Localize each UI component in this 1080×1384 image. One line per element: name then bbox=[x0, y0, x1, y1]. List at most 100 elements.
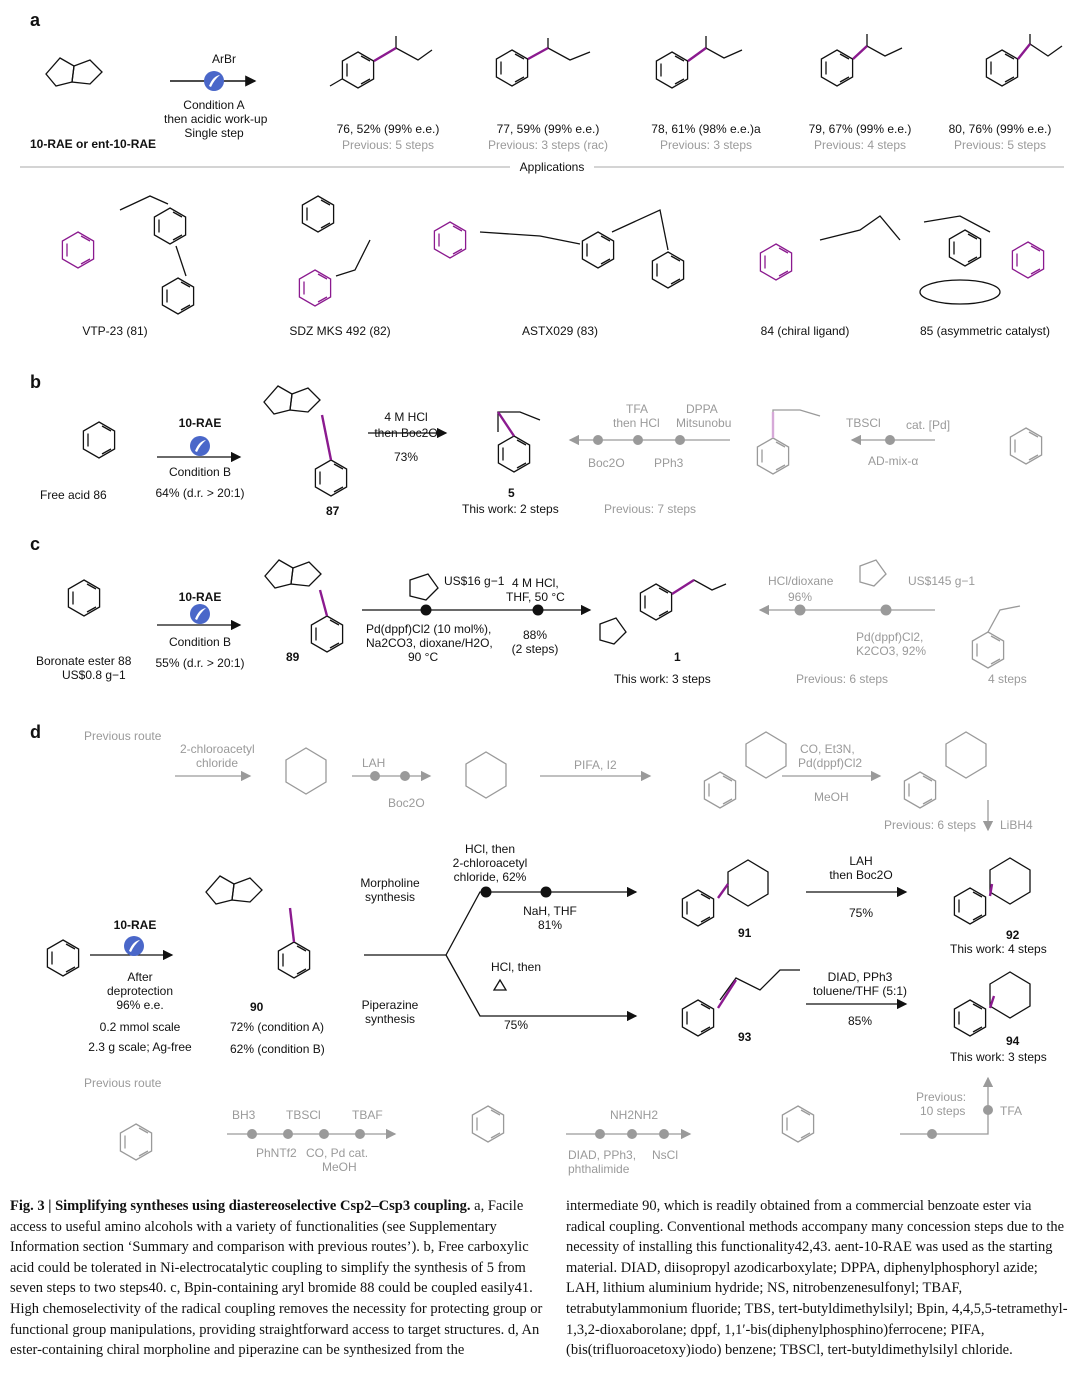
d-top-co: CO, Et3N, bbox=[800, 742, 855, 756]
b-prev-pd: cat. [Pd] bbox=[906, 418, 951, 432]
d-m-chloro: 2-chloroacetyl bbox=[452, 856, 528, 870]
product-76-prev: Previous: 5 steps bbox=[341, 138, 435, 152]
c-yield2: 88% bbox=[522, 628, 548, 642]
c-price: US$0.8 g−1 bbox=[62, 668, 126, 682]
reagent-arbr: ArBr bbox=[212, 52, 236, 66]
d-bot-tfa: TFA bbox=[1000, 1104, 1023, 1118]
product-80-prev: Previous: 5 steps bbox=[953, 138, 1047, 152]
panel-label-c: c bbox=[30, 534, 41, 554]
app-84: 84 (chiral ligand) bbox=[760, 324, 850, 338]
condition-a-workup: then acidic work-up bbox=[164, 112, 268, 126]
d-bot-10steps: 10 steps bbox=[920, 1104, 966, 1118]
d-cond-ee: 96% e.e. bbox=[116, 998, 164, 1012]
b-step2-boc: then Boc2O bbox=[374, 426, 438, 440]
product-78-yield: 78, 61% (98% e.e.)a bbox=[651, 122, 761, 136]
product-77-yield: 77, 59% (99% e.e.) bbox=[496, 122, 600, 136]
d-bot-previous: Previous: bbox=[916, 1090, 967, 1104]
d-bot-bh3: BH3 bbox=[232, 1108, 256, 1122]
d-cond-deprot: deprotection bbox=[106, 984, 174, 998]
b-prev-admix: AD-mix-α bbox=[868, 454, 919, 468]
b-prev-pph3: PPh3 bbox=[654, 456, 684, 470]
scheme-artwork bbox=[20, 34, 1064, 1161]
d-top-boc2o: Boc2O bbox=[388, 796, 425, 810]
b-start: Free acid 86 bbox=[40, 488, 107, 502]
app-81: VTP-23 (81) bbox=[82, 324, 148, 338]
c-previous: Previous: 6 steps bbox=[796, 672, 889, 686]
d-bot-nscl: NsCl bbox=[652, 1148, 678, 1162]
d-scale-large: 2.3 g scale; Ag-free bbox=[88, 1040, 192, 1054]
c-condition: Condition B bbox=[168, 635, 232, 649]
c-intermediate-89: 89 bbox=[286, 650, 300, 664]
d-top-chloroacetyl: 2-chloroacetyl bbox=[180, 742, 255, 756]
c-cond3-hcl: 4 M HCl, bbox=[512, 576, 559, 590]
d-top-chloride: chloride bbox=[196, 756, 239, 770]
applications-label: Applications bbox=[519, 160, 585, 174]
c-cond2-pd: Pd(dppf)Cl2 (10 mol%), bbox=[366, 622, 492, 636]
d-compound-92: 92 bbox=[1006, 928, 1020, 942]
d-lah-yield: 75% bbox=[848, 906, 874, 920]
d-yield90-a: 72% (condition A) bbox=[230, 1020, 325, 1034]
d-cond-after: After bbox=[127, 970, 153, 984]
d-compound-91: 91 bbox=[738, 926, 752, 940]
condition-a: Condition A bbox=[183, 98, 245, 112]
d-bot-hydrazine: NH2NH2 bbox=[610, 1108, 659, 1122]
d-this-92: This work: 4 steps bbox=[950, 942, 1047, 956]
b-condition: Condition B bbox=[168, 465, 232, 479]
b-step2-hcl: 4 M HCl bbox=[384, 410, 428, 424]
d-morph-label2: synthesis bbox=[364, 890, 416, 904]
c-reagent: 10-RAE bbox=[178, 590, 222, 604]
d-top-lah: LAH bbox=[362, 756, 386, 770]
b-this-work: This work: 2 steps bbox=[462, 502, 559, 516]
d-scale-small: 0.2 mmol scale bbox=[99, 1020, 181, 1034]
d-diad-solvent: toluene/THF (5:1) bbox=[812, 984, 908, 998]
c-prev-price: US$145 g−1 bbox=[908, 574, 976, 588]
c-prev-hcl: HCl/dioxane bbox=[768, 574, 834, 588]
d-intermediate-90: 90 bbox=[250, 1000, 264, 1014]
d-top-pifa: PIFA, I2 bbox=[574, 758, 617, 772]
app-82: SDZ MKS 492 (82) bbox=[289, 324, 391, 338]
b-yield: 64% (d.r. > 20:1) bbox=[155, 486, 245, 500]
product-76-yield: 76, 52% (99% e.e.) bbox=[336, 122, 440, 136]
b-product-5: 5 bbox=[508, 486, 515, 500]
d-diad: DIAD, PPh3 bbox=[827, 970, 893, 984]
d-compound-94: 94 bbox=[1006, 1034, 1020, 1048]
caption-right: intermediate 90, which is readily obtain… bbox=[566, 1196, 1072, 1361]
d-pip-label2: synthesis bbox=[364, 1012, 416, 1026]
b-previous: Previous: 7 steps bbox=[604, 502, 697, 516]
d-bot-phntf2: PhNTf2 bbox=[256, 1146, 297, 1160]
d-morph-label: Morpholine bbox=[360, 876, 420, 890]
c-cond3-thf: THF, 50 °C bbox=[506, 590, 565, 604]
b-intermediate-87: 87 bbox=[326, 504, 340, 518]
c-prev-yield: 96% bbox=[788, 590, 813, 604]
c-prev-k2co3: K2CO3, 92% bbox=[856, 644, 927, 658]
c-yield: 55% (d.r. > 20:1) bbox=[155, 656, 245, 670]
d-bot-meoh: MeOH bbox=[322, 1160, 357, 1174]
d-top-libh4: LiBH4 bbox=[1000, 818, 1033, 832]
c-this-work: This work: 3 steps bbox=[614, 672, 711, 686]
d-p-yield: 75% bbox=[503, 1018, 529, 1032]
d-bot-co: CO, Pd cat. bbox=[306, 1146, 369, 1160]
d-bot-tbaf: TBAF bbox=[352, 1108, 383, 1122]
c-prev-pd: Pd(dppf)Cl2, bbox=[856, 630, 924, 644]
caption-title: Fig. 3 | Simplifying syntheses using dia… bbox=[10, 1198, 471, 1214]
b-prev-mitsunobu: Mitsunobu bbox=[676, 416, 732, 430]
c-cond2-base: Na2CO3, dioxane/H2O, bbox=[366, 636, 493, 650]
d-m-yield: chloride, 62% bbox=[453, 870, 527, 884]
caption-left: Fig. 3 | Simplifying syntheses using dia… bbox=[10, 1196, 550, 1361]
d-bot-diad: DIAD, PPh3, bbox=[568, 1148, 637, 1162]
start-rae: 10-RAE or ent-10-RAE bbox=[30, 137, 157, 151]
condition-a-steps: Single step bbox=[184, 126, 244, 140]
caption-right-text: intermediate 90, which is readily obtain… bbox=[566, 1198, 1068, 1359]
b-reagent: 10-RAE bbox=[178, 416, 222, 430]
d-m-nah: NaH, THF bbox=[523, 904, 577, 918]
panel-label-b: b bbox=[30, 372, 41, 392]
product-77-prev: Previous: 3 steps (rac) bbox=[487, 138, 609, 152]
app-85: 85 (asymmetric catalyst) bbox=[919, 324, 1051, 338]
d-lah: LAH bbox=[849, 854, 873, 868]
b-prev-tbscl: TBSCl bbox=[846, 416, 881, 430]
app-83: ASTX029 (83) bbox=[521, 324, 599, 338]
caption-left-text: a, Facile access to useful amino alcohol… bbox=[10, 1198, 543, 1359]
d-top-previous: Previous: 6 steps bbox=[884, 818, 977, 832]
d-diad-yield: 85% bbox=[847, 1014, 873, 1028]
b-step2-yield: 73% bbox=[393, 450, 419, 464]
